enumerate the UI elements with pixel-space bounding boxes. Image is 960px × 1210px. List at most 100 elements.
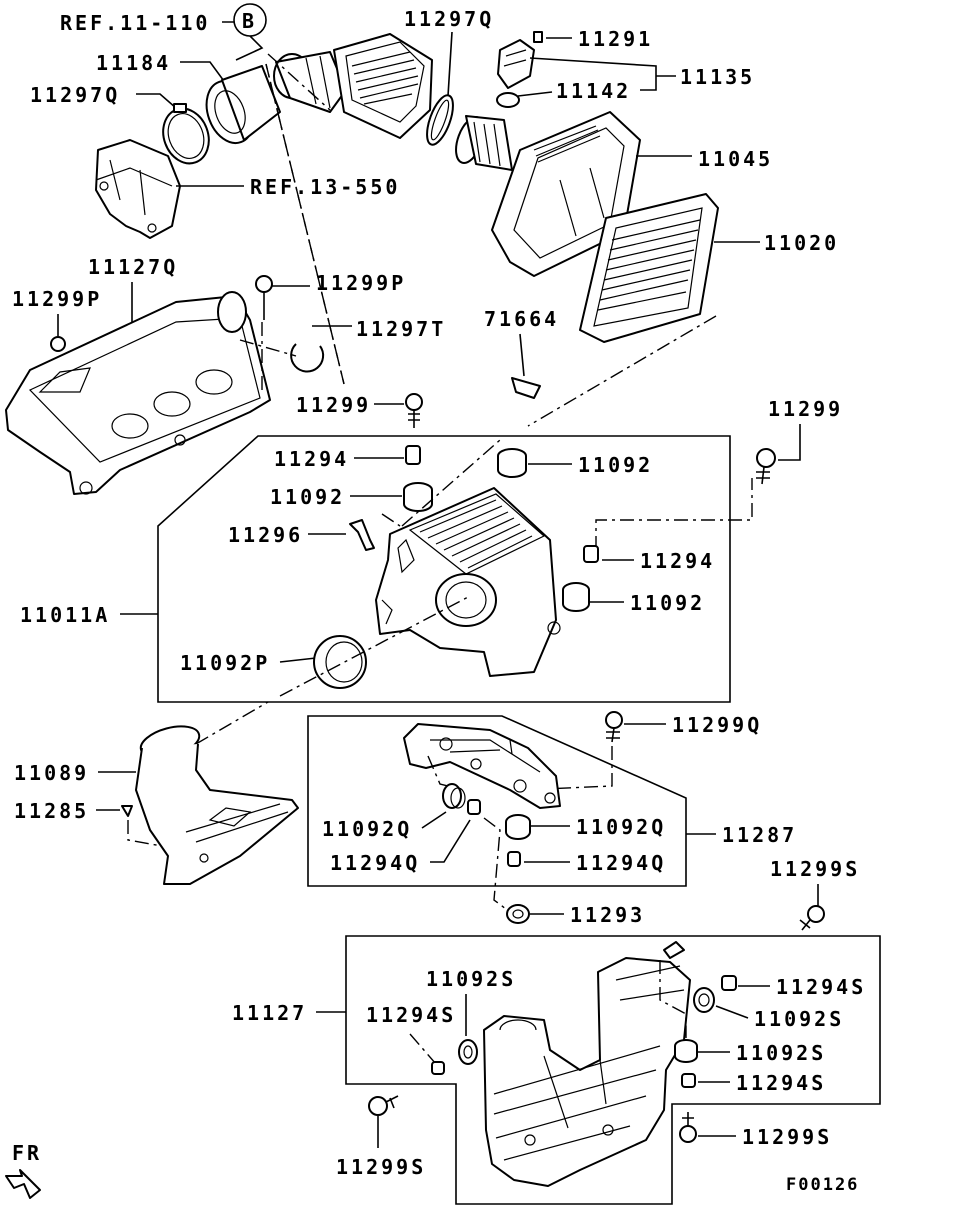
label-11294-upper: 11294: [274, 447, 349, 471]
clip-11296: [349, 519, 375, 551]
label-11293: 11293: [570, 903, 645, 927]
clip-11285: [121, 805, 133, 817]
grommet-11092q-left: [442, 783, 466, 809]
intake-hose-part: [273, 33, 433, 139]
screw-11291: [533, 31, 543, 43]
label-11299s-top: 11299S: [770, 857, 860, 881]
label-11092s-left: 11092S: [426, 967, 516, 991]
bolt-11299-right: [756, 448, 776, 485]
leader-ref-11-110: [222, 21, 264, 61]
label-11092-left: 11092: [270, 485, 345, 509]
label-11294q-right: 11294Q: [576, 851, 666, 875]
leader-11299-right: [778, 424, 801, 461]
label-11294-right: 11294: [640, 549, 715, 573]
label-11020: 11020: [764, 231, 839, 255]
bolt-11299-center: [405, 393, 423, 428]
bolt-11299q: [605, 711, 623, 743]
label-11294q-left: 11294Q: [330, 851, 420, 875]
label-11287: 11287: [722, 823, 797, 847]
diagram-code: F00126: [786, 1175, 859, 1195]
label-ref-11-110: REF.11-110: [60, 11, 210, 35]
label-11294s-right: 11294S: [736, 1071, 826, 1095]
collar-11294s-right-top: [721, 975, 737, 991]
label-11299p-center: 11299P: [316, 271, 406, 295]
dash-bracket-down: [483, 817, 511, 913]
label-11092q-right: 11092Q: [576, 815, 666, 839]
leader-11092s-right-top: [715, 1005, 749, 1019]
collar-11294-upper: [405, 445, 421, 465]
label-sticker-71664: [511, 377, 541, 399]
throttle-body-ref: [95, 139, 181, 239]
resonator-11127-part: [483, 941, 691, 1187]
collar-11294s-right: [681, 1073, 696, 1088]
collar-11294-right: [583, 545, 599, 563]
label-11285: 11285: [14, 799, 89, 823]
bolt-11299s-left: [368, 1095, 399, 1116]
air-filter-element-part: [579, 193, 719, 343]
hose-clamp-right: [426, 94, 454, 146]
label-11092-right: 11092: [630, 591, 705, 615]
label-11299s-left: 11299S: [336, 1155, 426, 1179]
label-11011a: 11011A: [20, 603, 110, 627]
label-11299-center: 11299: [296, 393, 371, 417]
group-box-11011a: [157, 435, 731, 703]
dash-clip: [239, 339, 297, 357]
bolt-11299s-right: [679, 1112, 697, 1143]
leader-11092q-left: [421, 811, 447, 829]
grommet-11092-right-top: [497, 448, 527, 478]
label-11299q: 11299Q: [672, 713, 762, 737]
label-11089: 11089: [14, 761, 89, 785]
grommet-11092s-right-top: [693, 987, 715, 1013]
label-11299s-right: 11299S: [742, 1125, 832, 1149]
leader-11294q-left: [430, 819, 471, 863]
seal-ring-11092p: [313, 635, 367, 689]
nut-11293: [506, 904, 530, 924]
dash-ring-to-box: [279, 595, 471, 697]
label-11297q-left: 11297Q: [30, 83, 120, 107]
grommet-11092-left: [403, 482, 433, 512]
label-11092q-left: 11092Q: [322, 817, 412, 841]
ref-circle-letter: B: [242, 9, 257, 33]
dash-filter-to-box: [527, 315, 717, 427]
air-duct-part: [135, 725, 299, 885]
dash-duct-to-ring: [195, 701, 269, 745]
collar-11294q-right: [507, 851, 521, 867]
label-11092-right-top: 11092: [578, 453, 653, 477]
label-11142: 11142: [556, 79, 631, 103]
label-11092s-right: 11092S: [736, 1041, 826, 1065]
dash-resonator: [659, 960, 687, 1038]
group-box-11287: [307, 715, 687, 887]
leader-11297q-left: [136, 93, 177, 109]
label-11291: 11291: [578, 27, 653, 51]
label-11296: 11296: [228, 523, 303, 547]
bolt-11299p-center: [255, 275, 273, 320]
grommet-11092-right: [562, 582, 590, 612]
label-71664: 71664: [484, 307, 559, 331]
collar-11294s-left: [431, 1061, 445, 1075]
leader-11092p: [279, 657, 317, 663]
label-11127: 11127: [232, 1001, 307, 1025]
label-11299-right: 11299: [768, 397, 843, 421]
throttle-adapter-part: [205, 65, 281, 144]
group-box-11127: [345, 935, 881, 1205]
label-ref-13-550: REF.13-550: [250, 175, 400, 199]
bolt-11299p-left: [50, 336, 66, 352]
o-ring-11142: [496, 92, 520, 108]
label-11045: 11045: [698, 147, 773, 171]
air-flow-sensor-part: [497, 39, 535, 89]
label-11092p: 11092P: [180, 651, 270, 675]
dash-hose-a: [265, 53, 345, 385]
grommet-11092s-left: [458, 1039, 478, 1065]
air-cleaner-box-part: [375, 487, 561, 677]
dash-box-top: [401, 439, 501, 527]
leader-11142: [517, 91, 553, 97]
leader-11135: [529, 57, 676, 91]
front-arrow-icon: [5, 1169, 41, 1199]
leader-71664: [519, 333, 525, 377]
label-11092s-right-top: 11092S: [754, 1007, 844, 1031]
dash-bracket-left: [427, 755, 457, 789]
dash-11294s-left: [409, 1033, 437, 1065]
label-11184: 11184: [96, 51, 171, 75]
label-11135: 11135: [680, 65, 755, 89]
